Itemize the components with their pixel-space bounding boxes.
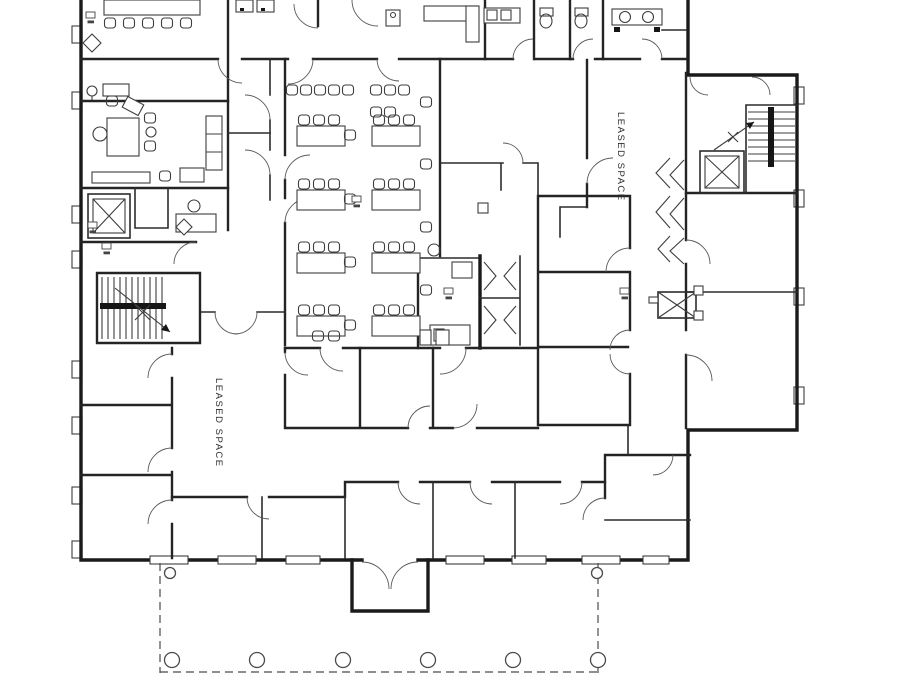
right-staircase-block <box>699 107 795 194</box>
chair <box>141 17 155 29</box>
sink <box>618 10 632 24</box>
leased-space-right-room: LEASED SPACE <box>615 112 626 202</box>
grid-column-circles <box>163 566 607 669</box>
elevator-left <box>87 193 131 239</box>
room-label-mark <box>85 11 96 24</box>
table <box>296 189 346 211</box>
stair-direction-arrow <box>114 287 171 333</box>
chair <box>397 84 411 96</box>
leased-space-left-label: LEASED SPACE <box>213 378 224 468</box>
small-desk <box>102 83 130 97</box>
table <box>371 125 421 147</box>
side-table <box>179 167 205 183</box>
credenza <box>91 171 151 184</box>
room-label-mark <box>351 195 362 208</box>
copier <box>451 261 473 279</box>
kitchen-area <box>235 0 521 43</box>
sink-counter <box>611 8 663 26</box>
table <box>371 189 421 211</box>
table <box>296 252 346 274</box>
right-stairs <box>713 107 795 167</box>
chair <box>341 84 355 96</box>
column-marker <box>248 651 266 669</box>
room-label-mark <box>443 287 454 300</box>
table <box>296 315 346 337</box>
table <box>371 252 421 274</box>
closet-bifold-doors <box>483 261 517 335</box>
conference-table <box>103 0 201 16</box>
desk <box>106 117 140 157</box>
column-marker <box>334 651 352 669</box>
elevator-right <box>699 150 745 194</box>
chair <box>122 17 136 29</box>
door-leaf-diamond <box>82 33 102 53</box>
stair-handrail <box>100 303 166 309</box>
chair <box>103 17 117 29</box>
window-openings <box>149 555 670 565</box>
main-staircase <box>95 271 202 345</box>
chair <box>187 199 201 213</box>
chair <box>369 84 383 96</box>
leased-space-left-area: LEASED SPACE <box>213 378 224 468</box>
toilet <box>574 7 589 17</box>
stair-direction-arrow <box>713 121 755 151</box>
structural-column <box>477 202 489 214</box>
training-room <box>285 84 433 337</box>
training-tables <box>296 96 433 337</box>
entry-vestibule <box>350 558 430 613</box>
reception-desk <box>175 199 217 236</box>
chair <box>313 84 327 96</box>
room-label-marks <box>85 11 630 300</box>
room-label-mark <box>87 221 98 234</box>
stair-handrail <box>768 107 774 167</box>
guest-chair <box>143 140 157 152</box>
interior-walls <box>79 0 799 560</box>
column-marker <box>163 566 177 580</box>
chair <box>158 170 172 182</box>
room-label-mark <box>619 287 630 300</box>
column-grid-lines <box>159 563 599 673</box>
restrooms <box>539 7 687 32</box>
chair <box>285 84 299 96</box>
column-marker <box>504 651 522 669</box>
training-chair-rows <box>285 84 411 118</box>
chair <box>299 84 313 96</box>
sink <box>641 10 655 24</box>
round-table <box>145 126 157 138</box>
building-outline <box>71 0 805 565</box>
chair <box>160 17 174 29</box>
guest-chair <box>143 112 157 124</box>
conference-room <box>82 0 201 53</box>
room-label-mark <box>101 242 112 255</box>
table <box>296 125 346 147</box>
column-marker <box>419 651 437 669</box>
column-marker <box>590 566 604 580</box>
left-offices <box>86 83 130 107</box>
column-marker <box>589 651 607 669</box>
toilet <box>539 7 554 17</box>
door-leaf-diamond <box>175 218 193 236</box>
leased-space-right-label: LEASED SPACE <box>615 112 626 202</box>
printer <box>435 329 450 346</box>
floor-lamp <box>86 85 98 97</box>
printer <box>419 329 432 346</box>
desk-chair <box>92 126 108 142</box>
service-shaft <box>648 285 704 321</box>
open-office-items <box>311 329 450 346</box>
sofa <box>205 115 223 171</box>
folding-door-closets <box>655 157 685 265</box>
chair <box>179 17 193 29</box>
chair <box>383 84 397 96</box>
column-marker <box>163 651 181 669</box>
chair <box>327 84 341 96</box>
executive-office <box>91 95 223 184</box>
table <box>371 315 421 337</box>
